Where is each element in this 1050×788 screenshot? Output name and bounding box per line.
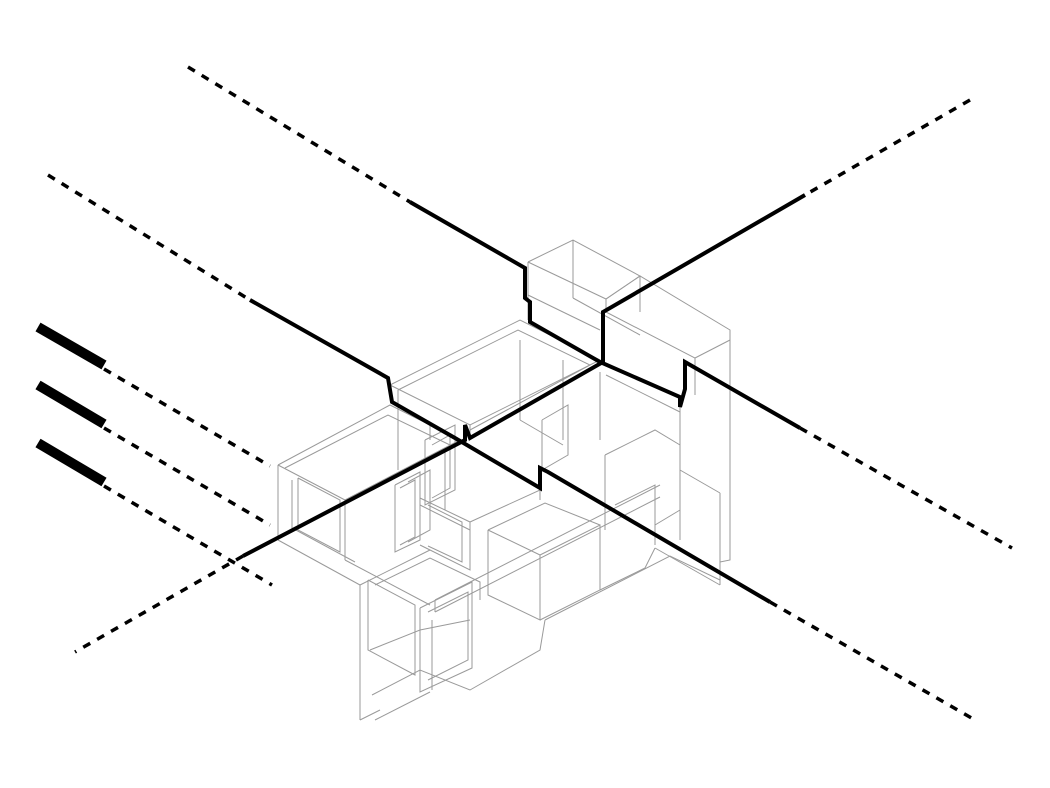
tower-volume bbox=[527, 239, 731, 586]
section-line-c bbox=[47, 173, 976, 722]
section-marker-2 bbox=[35, 380, 107, 429]
section-line-b bbox=[74, 98, 971, 654]
section-marker-3 bbox=[35, 438, 107, 487]
section-line-a bbox=[187, 65, 1013, 550]
marker-extensions bbox=[103, 367, 273, 587]
left-volume bbox=[277, 390, 462, 721]
upper-slab bbox=[389, 319, 681, 471]
lower-volumes bbox=[367, 429, 721, 721]
building-wireframe bbox=[277, 239, 731, 721]
section-markers bbox=[35, 322, 107, 487]
section-marker-1 bbox=[35, 322, 107, 370]
section-lines bbox=[47, 65, 1013, 722]
